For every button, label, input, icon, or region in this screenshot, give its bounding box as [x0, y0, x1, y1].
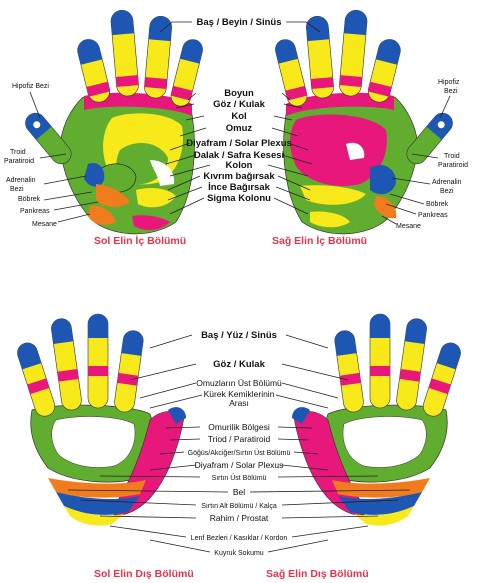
left-palm-finger-4 [169, 37, 205, 108]
top-center-label-0: Baş / Beyin / Sinüs [197, 17, 282, 28]
left-palm-finger-3 [144, 15, 173, 99]
right-back-finger-4 [334, 329, 365, 413]
left-back-finger-3 [88, 314, 108, 408]
left-back-finger-4 [113, 329, 144, 413]
right-palm-finger-3 [305, 15, 334, 99]
label-mesane-right: Mesane [396, 223, 421, 230]
right-palm-finger-2 [339, 9, 368, 97]
top-center-label-4: Omuz [226, 123, 253, 134]
left-back-hand [15, 314, 186, 526]
left-back-finger-1 [15, 340, 58, 418]
left-palm-finger-2 [110, 9, 139, 97]
left-back-finger-2 [50, 317, 83, 411]
label-adrenalin-right: Adrenalin [432, 179, 462, 186]
bottom-center-label-1: Göz / Kulak [213, 359, 265, 370]
label-bobrek-right: Böbrek [426, 201, 449, 208]
label-bobrek-left: Böbrek [18, 196, 41, 203]
right-back-hand [292, 314, 463, 526]
bottom-center-label-9: Sırtın Üst Bölümü [212, 474, 267, 482]
bottom-center-label-14: Kuyruk Sokumu [214, 550, 264, 557]
label-adrenalin-bezi-left: Bezi [10, 186, 24, 193]
caption-right-palm: Sağ Elin İç Bölümü [272, 234, 367, 247]
bottom-center-label-5: Omurilik Bölgesi [208, 422, 270, 432]
bottom-center-label-11: Sırtın Alt Bölümü / Kalça [201, 503, 277, 510]
top-center-label-7: Kolon [226, 160, 253, 171]
caption-left-back: Sol Elin Dış Bölümü [94, 568, 194, 580]
top-center-label-5: Diyafram / Solar Plexus [186, 138, 292, 149]
label-troid-left: Troid [10, 149, 26, 156]
right-palm-finger-1 [366, 37, 403, 104]
label-paratiroid-right: Paratiroid [438, 162, 468, 169]
top-center-label-1: Boyun [224, 88, 254, 99]
top-center-label-9: İnce Bağırsak [208, 182, 270, 193]
top-center-label-2: Göz / Kulak [213, 99, 265, 110]
caption-right-back: Sağ Elin Dış Bölümü [266, 568, 369, 580]
bottom-center-label-10: Bel [233, 487, 245, 497]
right-back-finger-1 [421, 340, 464, 418]
label-adrenalin-left: Adrenalin [6, 177, 36, 184]
top-center-labels: Baş / Beyin / SinüsBoyunGöz / KulakKolOm… [186, 17, 292, 204]
right-back-finger-3 [370, 314, 390, 408]
bottom-center-label-13: Lenf Bezleri / Kasıklar / Kordon [191, 535, 288, 542]
label-troid-right: Troid [444, 153, 460, 160]
bottom-center-labels: Baş / Yüz / SinüsGöz / KulakOmuzların Üs… [188, 330, 291, 557]
label-hipofiz-left: Hipofiz Bezi [12, 83, 49, 90]
top-section: Baş / Beyin / SinüsBoyunGöz / KulakKolOm… [4, 9, 468, 247]
caption-left-palm: Sol Elin İç Bölümü [94, 234, 186, 247]
left-palm-finger-1 [75, 37, 112, 104]
label-mesane-left: Mesane [32, 221, 57, 228]
bottom-center-label-4: Arası [229, 398, 249, 408]
label-hipofiz-bezi-right: Bezi [444, 88, 458, 95]
bottom-center-label-8: Diyafram / Solar Plexus [195, 460, 284, 470]
bottom-center-label-12: Rahim / Prostat [210, 513, 269, 523]
bottom-center-label-2: Omuzların Üst Bölümü [196, 378, 282, 388]
left-palm-hand [21, 9, 204, 234]
right-back-finger-2 [395, 317, 428, 411]
label-adrenalin-bezi-right: Bezi [440, 188, 454, 195]
label-hipofiz-right: Hipofiz [438, 79, 460, 86]
top-center-label-3: Kol [231, 111, 246, 122]
label-pankreas-left: Pankreas [20, 208, 50, 215]
top-center-label-8: Kıvrım bağırsak [203, 171, 275, 182]
bottom-center-label-0: Baş / Yüz / Sinüs [201, 330, 277, 341]
top-center-label-10: Sigma Kolonu [207, 193, 271, 204]
bottom-center-label-7: Göğüs/Akciğer/Sırtın Üst Bölümü [188, 449, 291, 457]
bottom-center-label-6: Triod / Paratiroid [208, 434, 271, 444]
label-paratiroid-left: Paratiroid [4, 158, 34, 165]
label-pankreas-right: Pankreas [418, 212, 448, 219]
right-palm-finger-4 [273, 37, 309, 108]
bottom-section: Baş / Yüz / SinüsGöz / KulakOmuzların Üs… [15, 314, 463, 580]
